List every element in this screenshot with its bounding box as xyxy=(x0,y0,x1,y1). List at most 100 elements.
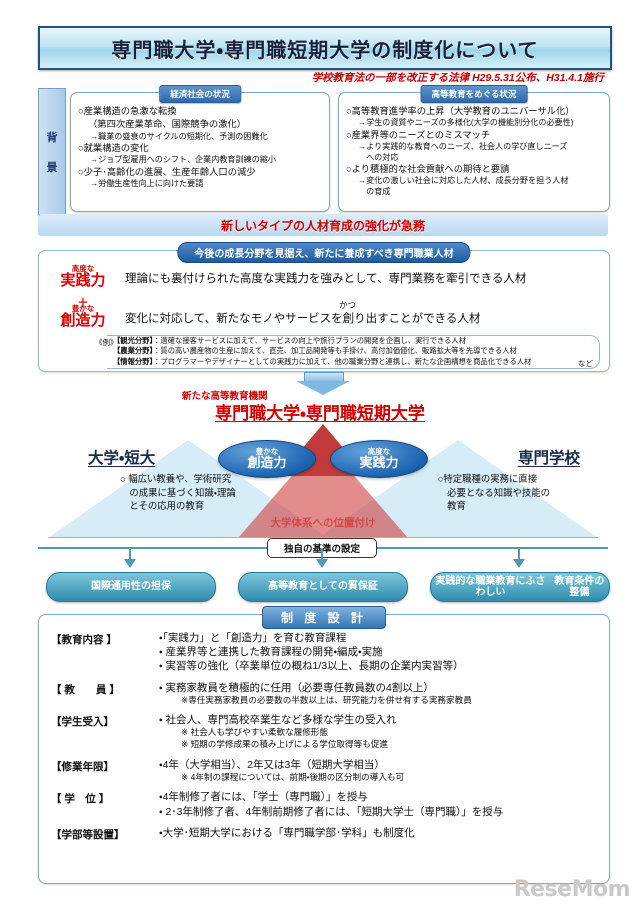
design-row-value: ・4年（大学相当）、2年又は3年（短期大学相当）※ 4年制の課程については、前期… xyxy=(159,758,609,784)
triangle-text-line: ○特定職種の実務に直接 xyxy=(437,473,538,484)
background-item-subhead: （第四次産業革命、国際競争の激化） xyxy=(88,119,247,130)
background-item-head: ○少子･高齢化の進展、生産年齢人口の減少 xyxy=(78,166,256,177)
background-item-detail: →職業の盛衰のサイクルの短期化、予測の困難化 xyxy=(90,131,268,141)
talent-description-1: 理論にも裏付けられた高度な実践力を強みとして、専門業務を牽引できる人材 xyxy=(125,273,527,285)
higher-education-situation-list: ○高等教育進学率の上昇（大学教育のユニバーサル化） →学生の資質やニーズの多様化(… xyxy=(339,93,609,201)
urgency-banner: 新しいタイプの人材育成の強化が急務 xyxy=(38,214,608,236)
triangle-text-line: とその応用の教育 xyxy=(120,500,205,512)
example-field: 【農業分野】 xyxy=(113,346,154,356)
watermark: ReseMom xyxy=(514,877,631,902)
etcetera-label: など xyxy=(578,359,593,368)
example-list: 【観光分野】：適確な接客サービスに加えて、サービスの向上や旅行プランの開発を企画… xyxy=(107,336,599,367)
design-row: 【 教 員 】 ・ 実務家教員を積極的に任用（必要専任教員数の4割以上）※専任実務… xyxy=(39,681,609,707)
down-arrow-head xyxy=(296,381,350,395)
university-education-text: ○ 幅広い教養や、学術研究 の成果に基づく知識・理論 とその応用の教育 xyxy=(120,472,236,513)
example-field: 【情報分野】 xyxy=(113,356,154,366)
criteria-pill-conditions: 実践的な職業教育にふさわしい教育条件の整備 xyxy=(430,572,610,602)
triangle-text-line: 必要となる知識や技能の xyxy=(437,486,550,498)
criteria-pill-international: 国際通用性の担保 xyxy=(46,572,216,602)
design-row-key: 【学生受入】 xyxy=(51,716,114,729)
design-note: ※専任実務家教員の必要数の半数以上は、研究能力を併せ有する実務家教員 xyxy=(181,694,472,705)
design-row-key: 【教育内容 】 xyxy=(51,634,117,646)
system-design-box: 制 度 設 計 【教育内容 】 ・「実践力」と「創造力」を育む教育課程・ 産業界等… xyxy=(38,606,610,884)
triangle-text-line: の成果に基づく知識・理論 xyxy=(120,486,236,498)
design-bullet: ・「実践力」と「創造力」を育む教育課程 xyxy=(159,632,347,644)
criteria-arrow-2 xyxy=(316,559,328,568)
design-row: 【教育内容 】 ・「実践力」と「創造力」を育む教育課程・ 産業界等と連携した教育課… xyxy=(39,631,609,674)
page-title: 専門職大学・専門職短期大学の制度化について xyxy=(111,39,539,62)
katsu-connector: かつ xyxy=(339,300,357,310)
keyword-creative-main: 創造力 xyxy=(60,311,106,329)
background-item-head: ○就業構造の変化 xyxy=(78,143,149,154)
design-note: ※ 短期の学修成果の積み上げによる学位取得等も促進 xyxy=(181,739,388,750)
design-row-value: ・ 社会人、専門高校卒業生など多様な学生の受入れ※ 社会人も学びやすい柔軟な履修… xyxy=(159,713,609,750)
example-box: 【観光分野】：適確な接客サービスに加えて、サービスの向上や旅行プランの開発を企画… xyxy=(107,335,600,369)
positioning-diagram: 大学・短大 専門学校 豊かな 創造力 高度な 実践力 ○ 幅広い教養や、学術研究… xyxy=(38,420,608,538)
design-bullet: ・ 実習等の強化（卒業単位の概ね1/3以上、長期の企業内実習等） xyxy=(159,660,464,673)
background-section: 背 景 経済社会の状況 ○産業構造の急激な転換 （第四次産業革命、国際競争の激化）… xyxy=(38,85,610,215)
design-bullet: ・ 2･3年制修了者、4年制前期修了者には、「短期大学士（専門職）」を授与 xyxy=(159,805,504,818)
criteria-pill-line: 高等教育としての質保証 xyxy=(268,581,378,593)
economic-situation-list: ○産業構造の急激な転換 （第四次産業革命、国際競争の激化）→職業の盛衰のサイクルの… xyxy=(71,93,329,194)
higher-education-situation-box: 高等教育をめぐる状況 ○高等教育進学率の上昇（大学教育のユニバーサル化） →学生の… xyxy=(338,85,610,212)
oval-practical-main: 実践力 xyxy=(359,454,399,470)
new-institution-sublabel: 新たな高等教育機関 xyxy=(180,388,270,402)
background-side-label: 背 景 xyxy=(38,88,66,215)
background-item-head: ○高等教育進学率の上昇（大学教育のユニバーサル化） xyxy=(346,106,575,116)
keyword-practical-prefix: 高度な xyxy=(71,264,95,273)
criteria-vline-1 xyxy=(129,548,131,560)
new-institution-name: 専門職大学・専門職短期大学 xyxy=(215,404,425,423)
plus-symbol: ＋ xyxy=(77,297,89,309)
higher-education-situation-badge: 高等教育をめぐる状況 xyxy=(420,85,528,103)
triangle-text-line: ○ 幅広い教養や、学術研究 xyxy=(120,473,232,484)
design-note: ※ 4年制の課程については、前期・後期の区分制の導入も可 xyxy=(181,771,405,782)
example-line: 【農業分野】：質の高い農産物の生産に加えて、直売、加工品開発等も手掛け、高付加価… xyxy=(113,346,517,356)
background-label-char-1: 背 xyxy=(46,131,58,144)
example-label: 《例》 xyxy=(95,338,118,347)
criteria-pill-line: 教育条件の整備 xyxy=(554,575,605,599)
design-bullet: ・大学･短期大学における「専門職学部･学科」も制度化 xyxy=(159,826,415,839)
design-row: 【学生受入】 ・ 社会人、専門高校卒業生など多様な学生の受入れ※ 社会人も学びやす… xyxy=(39,713,609,750)
vocational-school-label: 専門学校 xyxy=(517,450,580,467)
design-row-value: ・「実践力」と「創造力」を育む教育課程・ 産業界等と連携した教育課程の開発・編成… xyxy=(159,631,609,674)
example-line: 【観光分野】：適確な接客サービスに加えて、サービスの向上や旅行プランの開発を企画… xyxy=(113,336,467,345)
design-row-value: ・ 実務家教員を積極的に任用（必要専任教員数の4割以上）※専任実務家教員の必要数… xyxy=(159,681,609,707)
system-design-header: 制 度 設 計 xyxy=(261,606,387,629)
criteria-arrow-1 xyxy=(124,559,136,568)
talent-header: 今後の成長分野を見据え、新たに養成すべき専門職業人材 xyxy=(177,242,471,263)
oval-creative-main: 創造力 xyxy=(247,454,287,470)
page-title-bar: 専門職大学・専門職短期大学の制度化について xyxy=(38,26,612,70)
positioning-label: 大学体系への位置付け xyxy=(270,517,376,529)
vocational-education-text: ○特定職種の実務に直接 必要となる知識や技能の 教育 xyxy=(438,472,550,513)
design-row: 【学部等設置】 ・大学･短期大学における「専門職学部･学科」も制度化 xyxy=(39,826,609,842)
keyword-creative-ability: 豊かな 創造力 xyxy=(47,305,119,328)
oval-creative-ability: 豊かな 創造力 xyxy=(218,440,316,478)
background-item-head: ○産業構造の急激な転換 xyxy=(78,106,177,116)
background-item-detail: →学生の資質やニーズの多様化(大学の機能別分化の必要性) xyxy=(358,118,574,128)
background-item-detail: →労働生産性向上に向けた要請 xyxy=(90,179,204,189)
design-row-key: 【 学 位 】 xyxy=(51,793,110,806)
oval-practical-prefix: 高度な xyxy=(367,447,391,457)
design-row-key: 【 教 員 】 xyxy=(51,683,120,696)
design-row: 【修業年限】・4年（大学相当）、2年又は3年（短期大学相当）※ 4年制の課程につ… xyxy=(39,758,609,784)
design-bullet: ・4年（大学相当）、2年又は3年（短期大学相当） xyxy=(159,758,385,771)
talent-description-2: 変化に対応して、新たなモノやサービスを創り出すことができる人材 xyxy=(125,313,481,325)
economic-situation-box: 経済社会の状況 ○産業構造の急激な転換 （第四次産業革命、国際競争の激化）→職業の… xyxy=(70,85,330,212)
university-label: 大学・短大 xyxy=(88,450,156,467)
design-note: ※ 社会人も学びやすい柔軟な履修形態 xyxy=(181,727,329,738)
design-row-key: 【学部等設置】 xyxy=(51,828,125,841)
criteria-arrow-3 xyxy=(513,559,525,568)
triangle-baseline xyxy=(48,439,598,538)
background-item-detail: →変化の激しい社会に対応した人材、成長分野を担う人材 xyxy=(358,176,569,186)
design-row: 【 学 位 】・4年制修了者には、「学士（専門職）」を授与・ 2･3年制修了者、… xyxy=(39,790,609,818)
criteria-vline-3 xyxy=(518,548,520,560)
economic-situation-badge: 経済社会の状況 xyxy=(159,85,241,103)
background-item-head: ○産業界等のニーズとのミスマッチ xyxy=(346,129,491,140)
triangle-text-line: 教育 xyxy=(437,500,466,512)
keyword-practical-main: 実践力 xyxy=(60,271,106,289)
background-label-char-2: 景 xyxy=(46,161,58,174)
talent-definition-box: 今後の成長分野を見据え、新たに養成すべき専門職業人材 高度な 実践力 ＋ 豊かな… xyxy=(38,242,610,372)
system-design-rows: 【教育内容 】 ・「実践力」と「創造力」を育む教育課程・ 産業界等と連携した教育課… xyxy=(39,615,609,842)
background-item-head: ○より積極的な社会貢献への期待と要請 xyxy=(346,164,510,175)
